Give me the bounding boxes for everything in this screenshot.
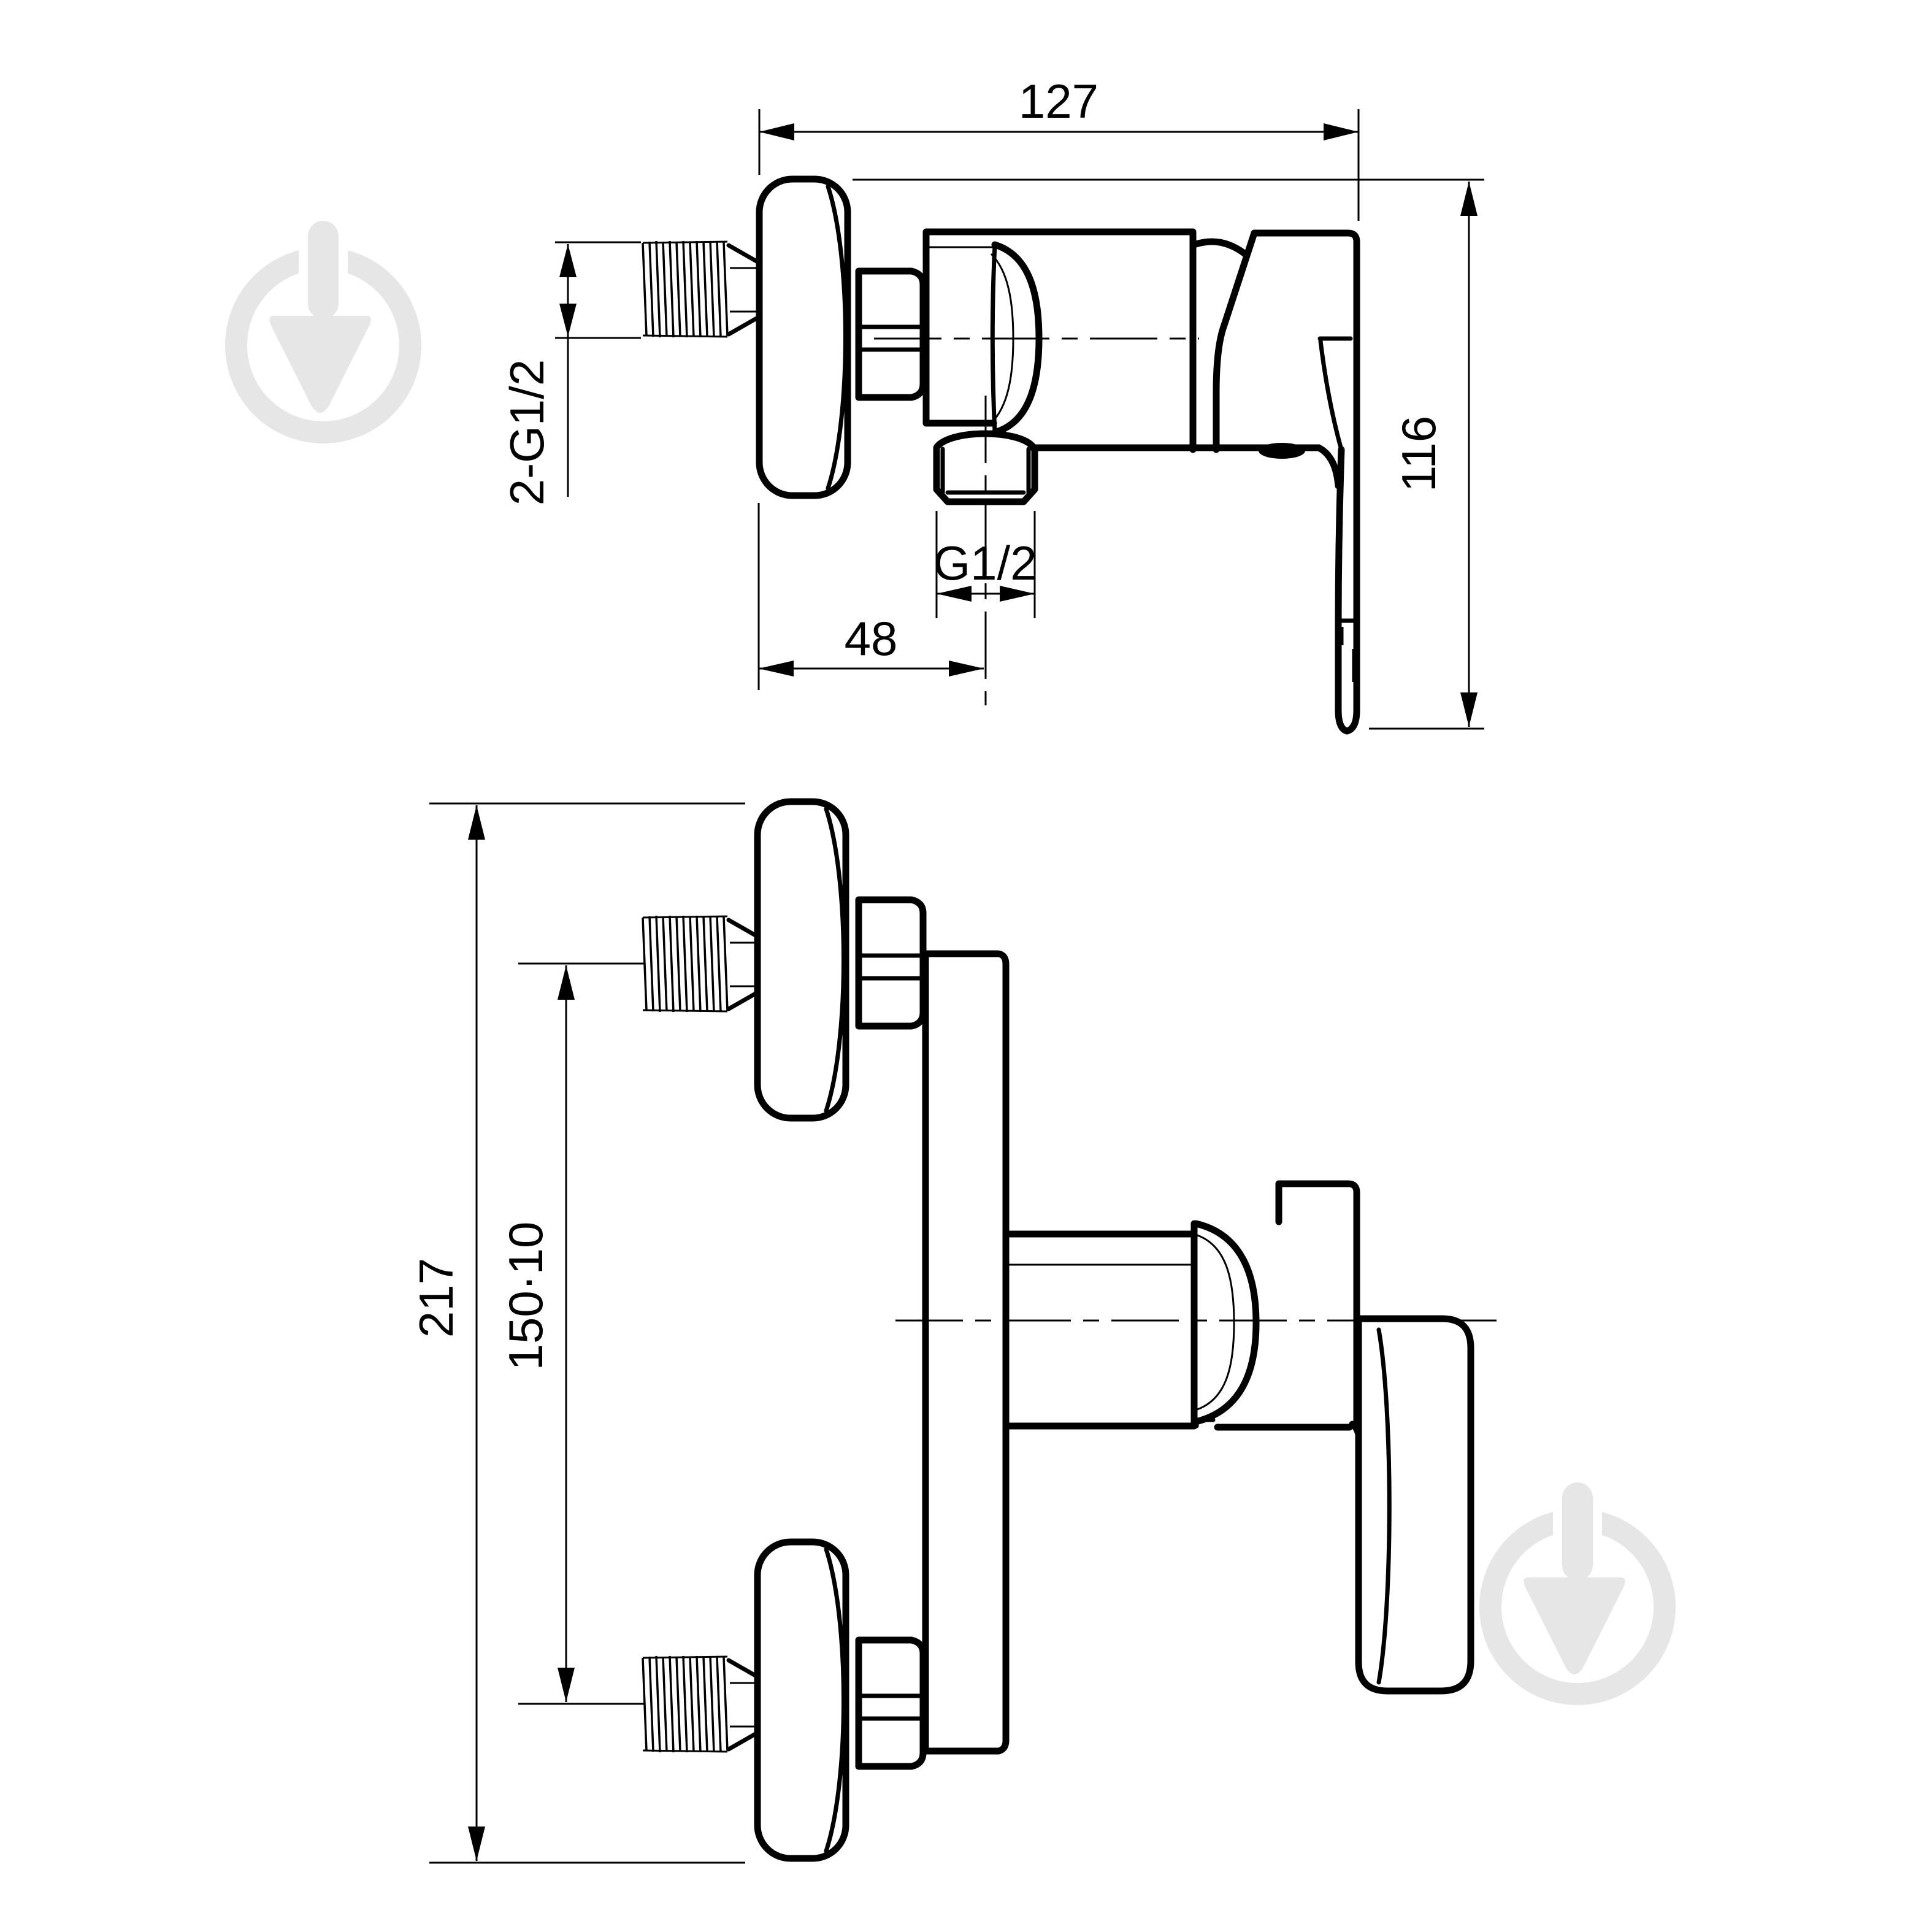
lower-hex-nut (859, 1640, 923, 1766)
mounting-plate (922, 950, 1010, 1755)
dim-inlet-thread-label: 2-G1/2 (500, 359, 554, 505)
upper-escutcheon (757, 802, 846, 1118)
dim-wall-to-outlet-label: 48 (845, 611, 898, 665)
escutcheon (759, 179, 848, 496)
cartridge-cap-side (1192, 1220, 1260, 1425)
dim-overall-height-label: 116 (1392, 416, 1446, 492)
handle-lever (1315, 444, 1360, 735)
cartridge-cap (990, 238, 1249, 436)
inlet-pipe (643, 241, 759, 337)
dim-overall-height: 116 (853, 178, 1484, 730)
dim-inlet-spacing: 150·10 (499, 962, 644, 1705)
valve-body (874, 228, 1322, 453)
dim-overall-width-label: 127 (1019, 74, 1098, 128)
lower-inlet-pipe (643, 1656, 759, 1752)
dim-outlet-thread-label: G1/2 (933, 536, 1037, 590)
watermark-trowel-logo-icon (1490, 1482, 1665, 1694)
upper-hex-nut (859, 900, 923, 1026)
outlet-port (933, 396, 1038, 705)
upper-inlet-pipe (643, 916, 759, 1012)
lower-escutcheon (757, 1542, 846, 1858)
handle-paddle (1355, 1315, 1474, 1695)
dim-wall-to-outlet: 48 (757, 503, 984, 690)
dim-total-height-label: 217 (409, 1258, 463, 1338)
hex-nut (859, 271, 923, 397)
dim-overall-width: 127 (758, 74, 1360, 221)
front-view: 217 150·10 (409, 802, 1497, 1864)
body-block (895, 1220, 1497, 1430)
watermark-trowel-logo-icon (236, 221, 410, 432)
handle (1213, 229, 1360, 477)
top-view: 127 116 2-G1/2 G1/2 48 (500, 74, 1484, 735)
dim-total-height: 217 (409, 802, 745, 1864)
dim-inlet-thread: 2-G1/2 (500, 241, 641, 505)
dim-outlet-thread: G1/2 (933, 511, 1037, 618)
dim-inlet-spacing-label: 150·10 (499, 1222, 553, 1371)
